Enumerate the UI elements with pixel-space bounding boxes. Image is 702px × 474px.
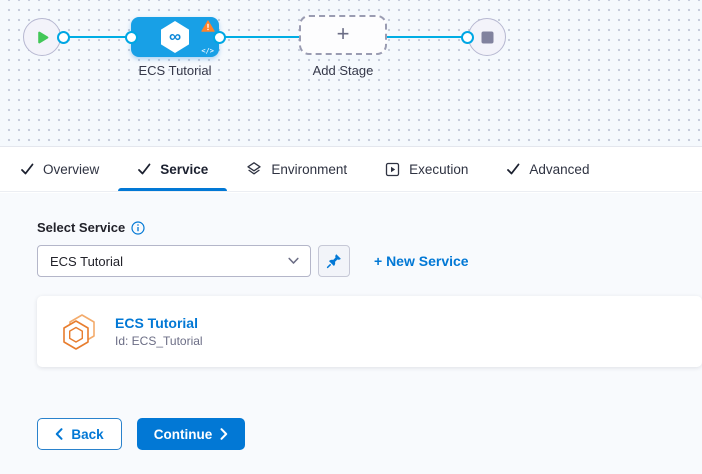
pipeline-end-node[interactable] [468, 18, 506, 56]
new-service-link[interactable]: + New Service [374, 253, 469, 269]
pin-icon [326, 254, 341, 269]
stage-node-label: ECS Tutorial [138, 63, 212, 78]
select-service-label: Select Service [37, 220, 145, 235]
node-port [125, 31, 138, 44]
tab-advanced[interactable]: Advanced [487, 147, 608, 191]
code-icon: </> [201, 47, 214, 55]
service-card-ecs-tutorial[interactable]: ECS Tutorial Id: ECS_Tutorial [37, 296, 702, 367]
continue-button[interactable]: Continue [137, 418, 245, 450]
hexagon-service-icon [63, 313, 95, 350]
check-icon [21, 163, 34, 175]
stop-icon [481, 31, 493, 43]
stage-tabbar: Overview Service Environment Execution [0, 147, 702, 192]
pipeline-edge [219, 36, 299, 38]
chevron-left-icon [56, 428, 63, 440]
tab-environment[interactable]: Environment [227, 147, 366, 191]
service-card-text: ECS Tutorial Id: ECS_Tutorial [115, 315, 203, 348]
tab-service[interactable]: Service [118, 147, 228, 191]
tab-execution[interactable]: Execution [366, 147, 487, 191]
pipeline-start-node[interactable] [23, 18, 61, 56]
service-panel: Select Service ECS Tutorial + New Servic… [0, 193, 702, 474]
infinity-glyph: ∞ [168, 26, 182, 46]
service-card-id: Id: ECS_Tutorial [115, 334, 203, 348]
node-port [213, 31, 226, 44]
service-select-value: ECS Tutorial [50, 253, 123, 269]
check-icon [507, 163, 520, 175]
pipeline-edge [387, 36, 467, 38]
chevron-right-icon [220, 428, 228, 440]
layers-icon [247, 162, 261, 175]
service-select-dropdown[interactable]: ECS Tutorial [37, 245, 311, 277]
back-button[interactable]: Back [37, 418, 122, 450]
pipeline-edge [63, 36, 131, 38]
info-icon[interactable] [131, 220, 145, 235]
add-stage-label: Add Stage [312, 63, 374, 78]
check-icon [138, 163, 151, 175]
tab-overview[interactable]: Overview [20, 147, 118, 191]
add-stage-button[interactable]: + [299, 15, 387, 55]
chevron-down-icon [288, 257, 299, 264]
pin-service-button[interactable] [318, 245, 350, 277]
plus-icon: + [336, 20, 350, 46]
play-icon [37, 31, 48, 43]
cd-hexagon-infinity-icon: ∞ [161, 21, 189, 53]
node-port [461, 31, 474, 44]
node-port [57, 31, 70, 44]
warning-triangle-icon [201, 20, 215, 32]
stage-node-ecs-tutorial[interactable]: ∞ </> [131, 17, 219, 57]
play-box-icon [385, 162, 400, 176]
pipeline-canvas: ∞ </> + ECS Tutorial Add Stage [0, 0, 702, 147]
service-card-title: ECS Tutorial [115, 315, 198, 331]
